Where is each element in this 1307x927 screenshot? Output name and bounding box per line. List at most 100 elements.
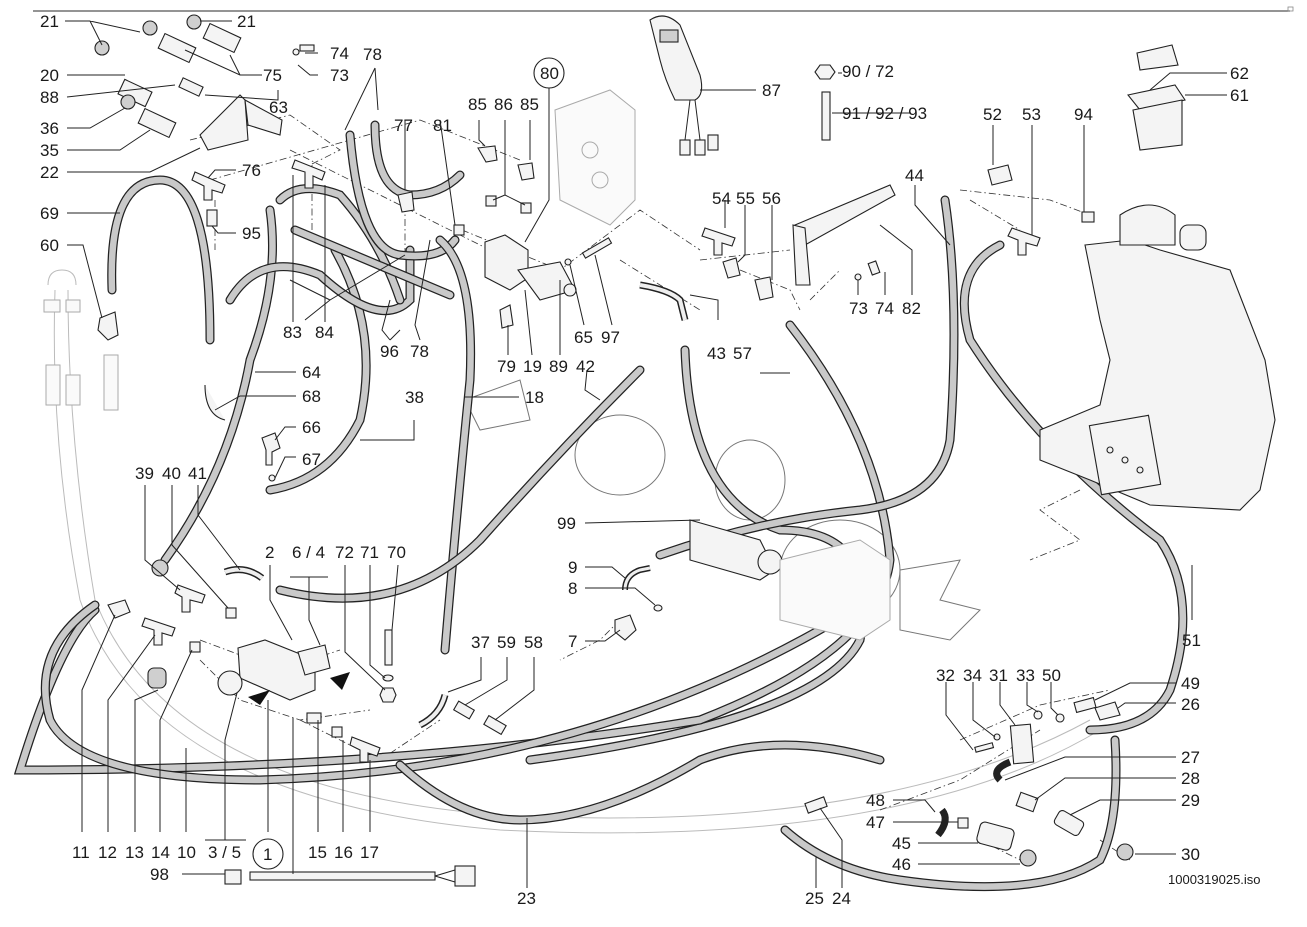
callout-45: 45 xyxy=(892,834,911,853)
motor-99 xyxy=(689,519,783,581)
clamp-21b xyxy=(142,20,158,36)
valve-block-1 xyxy=(217,639,350,705)
bolt-32 xyxy=(974,742,995,753)
components xyxy=(94,14,1276,887)
callout-42: 42 xyxy=(576,357,595,376)
callout-50: 50 xyxy=(1042,666,1061,685)
washer-71 xyxy=(382,674,394,682)
callout-7: 7 xyxy=(568,632,577,651)
callout-87: 87 xyxy=(762,81,781,100)
elbow-66 xyxy=(261,432,281,466)
hose-57 xyxy=(13,320,895,775)
ghost-outlines xyxy=(43,269,1101,834)
callout-2: 2 xyxy=(265,543,274,562)
clamp-46 xyxy=(1019,849,1037,867)
plug-16 xyxy=(331,726,343,738)
tee-54 xyxy=(701,227,736,256)
callout-69: 69 xyxy=(40,204,59,223)
hose-78-c xyxy=(290,225,455,300)
tee-12 xyxy=(141,617,176,646)
nut-33 xyxy=(1033,710,1043,720)
callout-28: 28 xyxy=(1181,769,1200,788)
plug-86a xyxy=(485,195,497,207)
hose-44-51 xyxy=(959,240,1188,735)
hoses xyxy=(13,120,1188,892)
callout-99: 99 xyxy=(557,514,576,533)
coupler-75a xyxy=(157,32,197,64)
oring-8 xyxy=(653,604,663,612)
callout-63: 63 xyxy=(269,98,288,117)
callout-95: 95 xyxy=(242,224,261,243)
callout-35: 35 xyxy=(40,141,59,160)
circled-callout-80 xyxy=(533,57,565,89)
callout-55: 55 xyxy=(736,189,755,208)
clamp-30 xyxy=(1116,843,1134,861)
plug-47 xyxy=(957,817,969,829)
callout-75: 75 xyxy=(263,66,282,85)
callout-20: 20 xyxy=(40,66,59,85)
callout-51: 51 xyxy=(1182,631,1201,650)
leader-lines xyxy=(65,20,1227,888)
callout-96: 96 xyxy=(380,342,399,361)
callout-41: 41 xyxy=(188,464,207,483)
callout-78: 78 xyxy=(363,45,382,64)
callout-79: 79 xyxy=(497,357,516,376)
callout-91-92-93: 91 / 92 / 93 xyxy=(842,104,927,123)
callout-39: 39 xyxy=(135,464,154,483)
stud-91 xyxy=(821,91,831,141)
control-valve-ghost xyxy=(554,89,636,226)
callout-27: 27 xyxy=(1181,748,1200,767)
callout-67: 67 xyxy=(302,450,321,469)
hose-23 xyxy=(395,740,885,825)
stud-70 xyxy=(384,629,393,666)
callout-68: 68 xyxy=(302,387,321,406)
callout-8: 8 xyxy=(568,579,577,598)
callout-89: 89 xyxy=(549,357,568,376)
callout-77: 77 xyxy=(394,116,413,135)
fitting-94 xyxy=(1081,211,1095,223)
fitting-15 xyxy=(306,712,322,724)
washer-50 xyxy=(1055,713,1065,723)
callout-12: 12 xyxy=(98,843,117,862)
callout-83: 83 xyxy=(283,323,302,342)
tube-43 xyxy=(639,281,689,321)
callout-46: 46 xyxy=(892,855,911,874)
hose-25-return xyxy=(780,735,1121,892)
fitting-24 xyxy=(804,796,828,814)
callout-73: 73 xyxy=(849,299,868,318)
callout-53: 53 xyxy=(1022,105,1041,124)
callout-15: 15 xyxy=(308,843,327,862)
elbow-79 xyxy=(499,304,514,329)
nut-72 xyxy=(379,687,397,703)
hose-upper-loop xyxy=(225,245,415,316)
callout-34: 34 xyxy=(963,666,982,685)
nut-90 xyxy=(814,64,836,80)
clamp-36 xyxy=(120,94,136,110)
hose-69 xyxy=(107,175,215,345)
plug-14 xyxy=(189,641,201,653)
elbow-26 xyxy=(1094,701,1121,721)
washer-73b xyxy=(854,273,862,281)
callout-74: 74 xyxy=(875,299,894,318)
bracket-82 xyxy=(792,184,896,286)
fitting-95 xyxy=(206,209,218,227)
fitting-49 xyxy=(1073,696,1097,714)
fitting-28 xyxy=(1015,791,1039,813)
callout-84: 84 xyxy=(315,323,334,342)
hose-64 xyxy=(160,205,277,565)
callout-60: 60 xyxy=(40,236,59,255)
callout-40: 40 xyxy=(162,464,181,483)
hose-10 xyxy=(40,595,875,785)
tube-27 xyxy=(993,758,1012,783)
callout-88: 88 xyxy=(40,88,59,107)
tee-76 xyxy=(191,171,226,201)
fitting-7 xyxy=(614,614,637,641)
callout-97: 97 xyxy=(601,328,620,347)
oil-tank xyxy=(1039,204,1276,511)
callout-9: 9 xyxy=(568,558,577,577)
callout-6-4: 6 / 4 xyxy=(292,543,325,562)
callout-73: 73 xyxy=(330,66,349,85)
hose-78-a xyxy=(345,130,460,261)
tee-39 xyxy=(174,584,206,613)
callout-22: 22 xyxy=(40,163,59,182)
